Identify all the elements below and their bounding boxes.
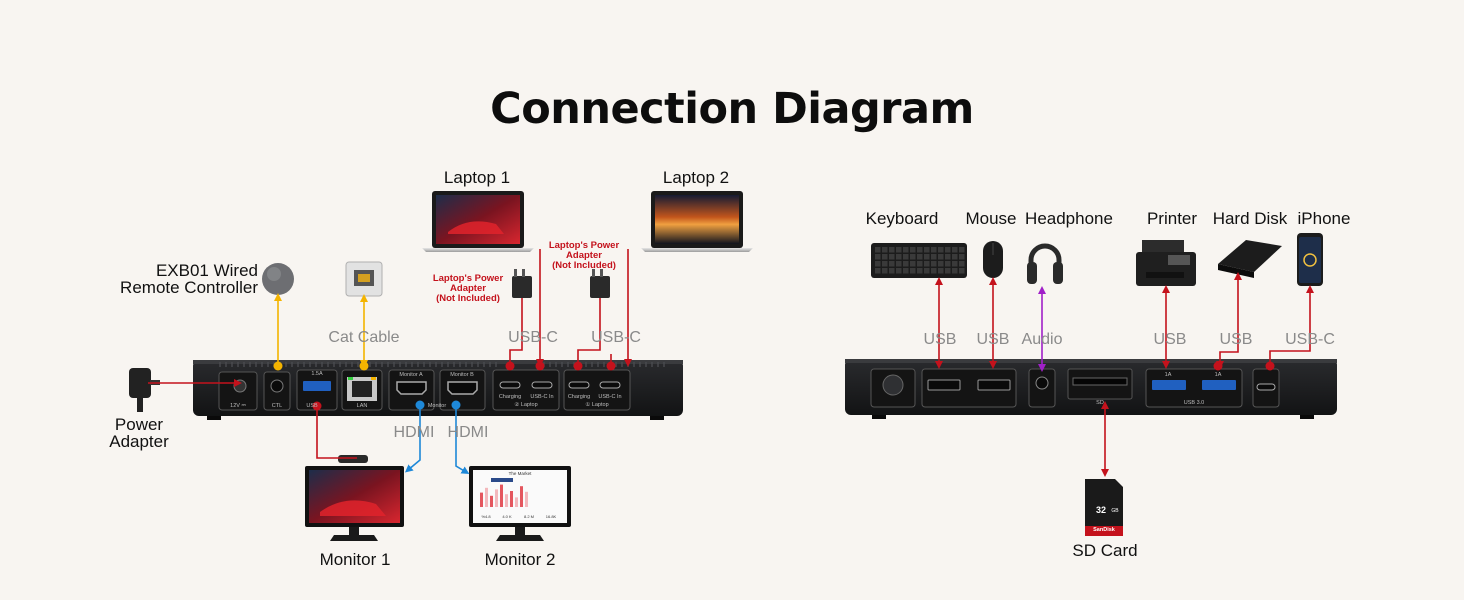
sd-card-capacity: 32 [1095, 505, 1107, 515]
connector-lines [148, 249, 1314, 477]
sd-slot [1067, 368, 1133, 400]
headphone-icon [1027, 243, 1063, 284]
usb-a-port-left [296, 369, 338, 411]
page-title: Connection Diagram [490, 84, 974, 134]
sd-card-label: SD Card [1072, 541, 1138, 560]
remote-controller-label: EXB01 Wired Remote Controller [120, 261, 258, 297]
mouse-icon [983, 241, 1003, 278]
usbc-port-right [1252, 368, 1280, 408]
hard-disk-label: Hard Disk [1212, 209, 1288, 228]
port-label-sd: SD [1096, 400, 1104, 406]
iphone-icon [1297, 233, 1323, 286]
usbc-label-iphone: USB-C [1285, 331, 1335, 348]
hdmi-port-b [439, 369, 486, 411]
port-label-1a-a: 1A [1164, 372, 1172, 378]
port-label-charging-2: Charging [498, 394, 522, 400]
lan-port [341, 369, 383, 411]
laptop1-power-adapter-icon [512, 269, 532, 298]
usbc-label-laptop1: USB-C [508, 329, 558, 346]
monitor1-label: Monitor 1 [319, 550, 391, 569]
usb-label-hard-disk: USB [1219, 331, 1253, 348]
keyboard-label: Keyboard [865, 209, 939, 228]
audio-jack-port [1028, 368, 1056, 408]
monitor2-stat-4: 16.8K [545, 514, 557, 519]
cat-cable-label: Cat Cable [328, 329, 400, 346]
usb-label-printer: USB [1153, 331, 1187, 348]
monitor2-screen-heading: The Market [508, 471, 532, 476]
usbc-ports-laptop1 [563, 369, 631, 411]
dock-vent-top [219, 362, 665, 367]
usb-label-keyboard: USB [923, 331, 957, 348]
iphone-label: iPhone [1297, 209, 1351, 228]
keyboard-icon [871, 243, 967, 278]
power-adapter-label: Power Adapter [109, 415, 169, 451]
laptop1-label: Laptop 1 [443, 168, 511, 187]
laptop-adapter-note-1: Laptop's Power Adapter (Not Included) [432, 273, 504, 304]
port-label-usb-rating: 1.5A [311, 371, 323, 377]
hard-disk-icon [1218, 240, 1282, 278]
mouse-label: Mouse [965, 209, 1017, 228]
monitor1-icon [305, 455, 404, 541]
remote-controller-icon [262, 263, 294, 295]
port-label-charging-1: Charging [567, 394, 591, 400]
monitor2-icon [469, 466, 571, 541]
port-label-ctl: CTL [271, 403, 283, 409]
port-label-1a-b: 1A [1214, 372, 1222, 378]
usbc-label-laptop2: USB-C [591, 329, 641, 346]
usbc-ports-laptop2 [492, 369, 560, 411]
audio-label: Audio [1021, 331, 1063, 348]
power-adapter-icon [129, 368, 160, 412]
ctl-port [263, 371, 291, 411]
hdmi-label-a: HDMI [393, 424, 435, 441]
sd-card-brand: SanDisk [1093, 527, 1115, 533]
port-label-laptop2-group: ② Laptop [514, 402, 538, 408]
printer-label: Printer [1146, 209, 1198, 228]
port-label-laptop1-group: ① Laptop [585, 402, 609, 408]
usb30-ports [1145, 368, 1243, 408]
lan-socket-icon [345, 261, 383, 297]
laptop1-icon [422, 191, 534, 252]
right-dock [845, 359, 1337, 419]
laptop-adapter-note-2: Laptop's Power Adapter (Not Included) [548, 240, 620, 271]
port-label-dc: 12V ⎓ [230, 403, 246, 409]
monitor2-label: Monitor 2 [484, 550, 556, 569]
port-label-usbc-in-1: USB-C In [598, 394, 622, 400]
port-label-usb30: USB 3.0 [1183, 400, 1205, 406]
laptop2-power-adapter-icon [590, 269, 610, 298]
port-label-monitor: Monitor [427, 403, 447, 409]
printer-icon [1136, 240, 1196, 286]
monitor2-stat-2: 4.0 K [502, 514, 512, 519]
power-button-port [870, 368, 916, 408]
usb-label-mouse: USB [976, 331, 1010, 348]
monitor2-stat-1: %4.8 [481, 514, 491, 519]
port-label-monitor-a: Monitor A [399, 372, 423, 378]
laptop2-icon [641, 191, 753, 252]
headphone-label: Headphone [1025, 209, 1113, 228]
sd-card-icon [1085, 479, 1123, 536]
laptop2-label: Laptop 2 [662, 168, 730, 187]
usb-a-ports-right [921, 368, 1017, 408]
monitor2-stat-3: 8.2 M [523, 514, 535, 519]
port-label-monitor-b: Monitor B [450, 372, 474, 378]
hdmi-port-a [388, 369, 435, 411]
sd-card-unit: GB [1111, 508, 1119, 514]
port-label-usbc-in-2: USB-C In [530, 394, 554, 400]
hdmi-label-b: HDMI [447, 424, 489, 441]
port-label-usb: USB [306, 403, 318, 409]
connector-dots [273, 361, 1275, 411]
port-label-lan: LAN [356, 403, 368, 409]
